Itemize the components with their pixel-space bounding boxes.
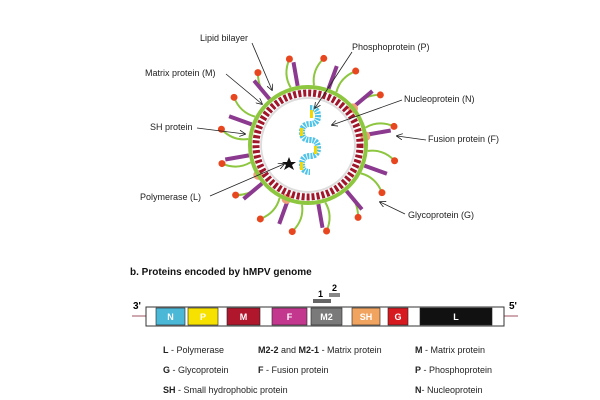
label-fusion-protein: Fusion protein (F): [428, 134, 499, 144]
glycoprotein-head: [376, 91, 384, 99]
glycoprotein-stalk: [285, 58, 292, 89]
glycoprotein-head: [352, 67, 360, 75]
gene-label: M: [240, 312, 248, 322]
legend: L - Polymerase M2-2 and M2-1 - Matrix pro…: [163, 345, 492, 395]
label-polymerase: Polymerase (L): [140, 192, 201, 202]
label-sh-protein: SH protein: [150, 122, 193, 132]
fusion-protein: [352, 89, 374, 109]
matrix-layer: [252, 89, 364, 201]
fusion-protein: [277, 200, 290, 225]
phosphoproteins: [300, 110, 317, 170]
end-5-prime: 5': [509, 301, 517, 312]
virion-illustration: Lipid bilayer Matrix protein (M) SH prot…: [140, 33, 499, 236]
legend-item: SH - Small hydrophobic protein: [163, 385, 288, 395]
glycoprotein-stalk: [233, 96, 256, 118]
gene-m2: [310, 307, 343, 326]
glycoprotein-stalk: [367, 149, 396, 162]
virion-interior: [260, 97, 356, 193]
glycoprotein-head: [218, 160, 226, 168]
glycoprotein-head: [285, 55, 293, 63]
fusion-protein: [228, 114, 253, 127]
legend-item: M - Matrix protein: [415, 345, 485, 355]
glycoprotein-stalk: [324, 201, 331, 232]
label-nucleoprotein: Nucleoprotein (N): [404, 94, 475, 104]
gene-sh: [351, 307, 381, 326]
fusion-protein: [344, 189, 364, 211]
label-lipid-bilayer: Lipid bilayer: [200, 33, 248, 43]
fusion-protein: [291, 61, 300, 87]
glycoprotein-stalk: [259, 197, 281, 220]
label-glycoprotein: Glycoprotein (G): [408, 210, 474, 220]
glycoprotein-stalk: [335, 70, 357, 93]
fusion-protein: [366, 128, 392, 137]
glycoprotein-head: [354, 213, 362, 221]
gene-label: L: [453, 312, 459, 322]
glycoprotein-head: [320, 54, 328, 62]
glycoprotein-head: [232, 191, 240, 199]
glycoprotein-head: [390, 122, 398, 130]
glycoprotein-stalk: [312, 57, 325, 86]
gene-label: G: [394, 312, 401, 322]
fusion-protein: [252, 79, 272, 101]
genome-title: b. Proteins encoded by hMPV genome: [130, 267, 312, 278]
gene-l: [419, 307, 493, 326]
marker-2-label: 2: [332, 283, 337, 293]
legend-item: F - Fusion protein: [258, 365, 329, 375]
glycoprotein-head: [391, 157, 399, 165]
gene-label: SH: [360, 312, 373, 322]
glycoprotein-stalk: [360, 172, 383, 194]
gene-n: [155, 307, 186, 326]
gene-label: F: [287, 312, 293, 322]
pointer-arrows: [196, 42, 427, 215]
glycoprotein-head: [230, 93, 238, 101]
m2-1-marker: [313, 299, 331, 303]
gene-label: M2: [320, 312, 333, 322]
glycoprotein-stalk: [221, 161, 252, 168]
fusion-protein: [363, 163, 388, 176]
fusion-protein: [224, 153, 250, 162]
lipid-bilayer: [248, 85, 368, 205]
legend-item: G - Glycoprotein: [163, 365, 229, 375]
gene-m: [226, 307, 261, 326]
glycoprotein-head: [254, 69, 262, 77]
marker-1-label: 1: [318, 289, 323, 299]
legend-item: N- Nucleoprotein: [415, 385, 483, 395]
gene-g: [387, 307, 409, 326]
end-3-prime: 3': [133, 301, 141, 312]
glycoprotein-stalk: [364, 122, 395, 129]
gene-label: N: [167, 312, 174, 322]
fusion-protein: [316, 203, 325, 229]
label-matrix-protein: Matrix protein (M): [145, 68, 216, 78]
m2-2-marker: [329, 293, 340, 297]
legend-item: L - Polymerase: [163, 345, 224, 355]
gene-f: [271, 307, 308, 326]
legend-item: P - Phosphoprotein: [415, 365, 492, 375]
gene-p: [187, 307, 219, 326]
legend-item: M2-2 and M2-1 - Matrix protein: [258, 345, 382, 355]
gene-label: P: [200, 312, 206, 322]
glycoprotein-head: [288, 228, 296, 236]
nucleocapsid: [298, 105, 322, 175]
gene-segments: N P M F M2 SH G L: [155, 307, 493, 326]
glycoprotein-head: [256, 215, 264, 223]
glycoprotein-head: [378, 189, 386, 197]
glycoprotein-stalk: [291, 204, 304, 233]
label-phosphoprotein: Phosphoprotein (P): [352, 42, 430, 52]
glycoprotein-head: [323, 227, 331, 235]
fusion-protein: [242, 181, 264, 201]
